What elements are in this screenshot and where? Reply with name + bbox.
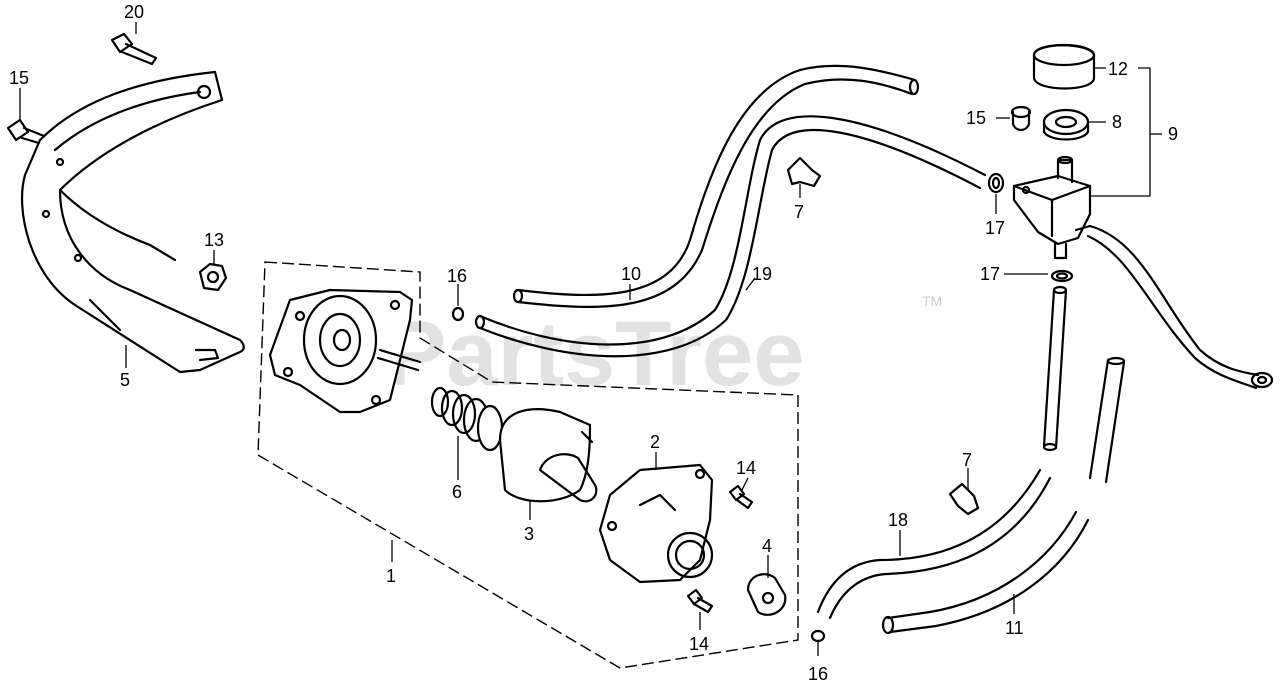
part-2-cover[interactable]: [598, 463, 714, 584]
callout-17-upper: 17: [985, 218, 1005, 238]
callout-2: 2: [650, 432, 660, 452]
part-4-cap[interactable]: [746, 573, 787, 616]
callout-16-lower: 16: [808, 664, 828, 684]
callout-12: 12: [1108, 59, 1128, 79]
callout-14-lower: 14: [689, 634, 709, 654]
callout-11: 11: [1005, 618, 1024, 638]
part-20-bolt[interactable]: [110, 32, 158, 66]
part-15-bolt-right[interactable]: [1010, 105, 1032, 132]
part-17-clamp-upper[interactable]: [987, 172, 1005, 194]
part-16-clip-upper[interactable]: [451, 306, 465, 322]
callout-14-upper: 14: [736, 458, 756, 478]
pump-body-flange[interactable]: [268, 288, 422, 414]
callout-labels: 20 15 5 13 1 2 3 4 6 14 14 16 10 19 7 7 …: [9, 2, 1178, 684]
leader-lines: [19, 22, 1162, 656]
callout-7-upper: 7: [794, 202, 804, 222]
callout-1: 1: [386, 566, 396, 586]
callout-4: 4: [762, 536, 772, 556]
watermark-text: PartsTree: [385, 303, 804, 405]
callout-7-lower: 7: [962, 450, 972, 470]
part-13-nut[interactable]: [198, 262, 228, 292]
part-10-hose[interactable]: [512, 64, 920, 308]
callout-3: 3: [524, 524, 534, 544]
callout-9: 9: [1168, 124, 1178, 144]
part-14-screw-lower[interactable]: [686, 588, 714, 614]
callout-15-left: 15: [9, 68, 29, 88]
valve-wire-harness[interactable]: [1086, 224, 1274, 390]
callout-16-upper: 16: [447, 266, 467, 286]
part-5-shroud[interactable]: [21, 70, 245, 374]
callout-10: 10: [621, 264, 641, 284]
callout-6: 6: [452, 482, 462, 502]
callout-18: 18: [888, 510, 908, 530]
part-7-clip-lower[interactable]: [948, 482, 980, 516]
part-7-clip-upper[interactable]: [786, 156, 822, 188]
watermark-trademark: TM: [922, 293, 942, 309]
part-17-clamp-lower[interactable]: [1050, 269, 1074, 283]
callout-13: 13: [204, 230, 224, 250]
part-1-assembly-boundary: [257, 261, 799, 669]
part-18-hose[interactable]: [816, 468, 1052, 620]
callout-20: 20: [124, 2, 144, 22]
part-3-diaphragm[interactable]: [498, 408, 598, 503]
part-16-clip-lower[interactable]: [810, 629, 826, 643]
part-11-hose[interactable]: [881, 510, 1090, 635]
callout-15-right: 15: [966, 108, 986, 128]
callout-5: 5: [120, 370, 130, 390]
part-19-hose[interactable]: [474, 115, 987, 358]
callout-8: 8: [1112, 112, 1122, 132]
part-9-valve[interactable]: [1012, 155, 1092, 260]
short-vertical-hose[interactable]: [1042, 285, 1068, 452]
part-14-screw-upper[interactable]: [728, 484, 754, 510]
callout-19: 19: [752, 264, 772, 284]
right-vertical-hose[interactable]: [1088, 356, 1126, 484]
part-8-grommet[interactable]: [1042, 108, 1090, 141]
part-12-cap[interactable]: [1032, 43, 1096, 90]
part-15-bolt-left[interactable]: [6, 118, 46, 146]
callout-17-lower: 17: [980, 264, 1000, 284]
